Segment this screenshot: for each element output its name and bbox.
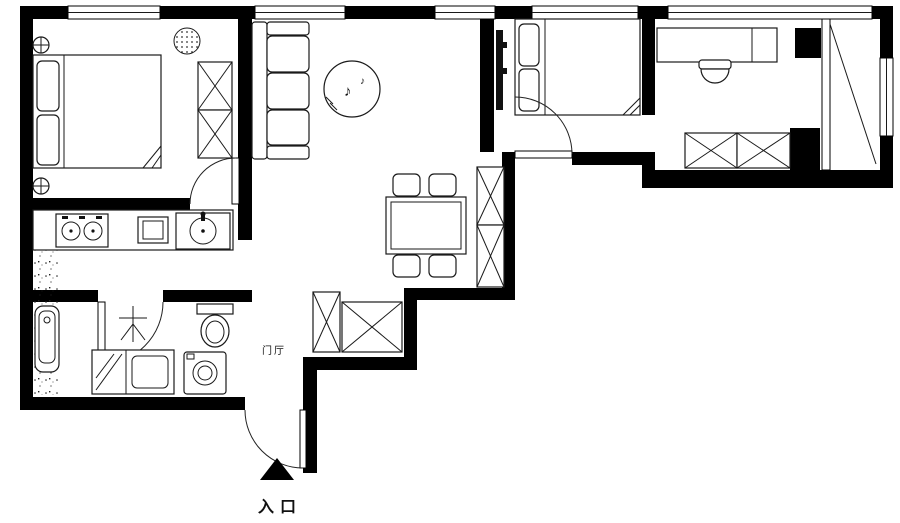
wall-segment	[20, 397, 245, 410]
entrance-door	[244, 409, 307, 469]
bedroom-right	[496, 18, 641, 159]
sink	[175, 211, 231, 250]
window	[531, 5, 639, 20]
wall-segment	[495, 6, 532, 19]
wall-segment	[642, 6, 655, 115]
washbasin	[34, 305, 60, 373]
wall-segment	[317, 357, 404, 370]
wall-segment	[642, 152, 655, 188]
living-dining-hall: ♪ ♪	[251, 21, 505, 288]
window	[667, 5, 873, 20]
wall-segment	[160, 6, 255, 19]
bed-double	[32, 54, 162, 169]
bedroom-left	[32, 27, 240, 205]
stove	[55, 213, 109, 248]
balcony-glazing-panel	[821, 18, 877, 171]
foyer-label: 门厅	[262, 344, 286, 357]
wall-segment	[238, 205, 252, 240]
foyer: 门厅	[244, 291, 403, 469]
storage-cabinet	[684, 132, 791, 169]
window	[434, 5, 496, 20]
shower-drain-symbol	[119, 306, 147, 342]
dining-chair	[392, 254, 421, 278]
wall-segment	[655, 170, 893, 188]
wall-segment	[163, 290, 252, 302]
toilet	[196, 303, 234, 348]
bathroom	[34, 301, 234, 395]
entrance-arrow-icon	[260, 458, 294, 480]
wall-segment	[345, 6, 435, 19]
balcony-study	[656, 27, 791, 169]
decor-note: ♪	[360, 76, 365, 87]
dining-table	[385, 196, 467, 255]
round-rug: ♪ ♪	[323, 60, 381, 118]
ceiling-lamp-symbol	[32, 177, 50, 195]
windows	[67, 5, 894, 171]
bed-double	[514, 18, 641, 116]
tv	[496, 30, 507, 110]
wall-segment	[572, 152, 642, 165]
wall-segment	[238, 19, 252, 205]
dining-chair	[428, 254, 457, 278]
column	[790, 128, 820, 170]
desk-chair	[698, 59, 732, 84]
shoe-cabinet	[312, 291, 403, 353]
window	[879, 57, 894, 137]
wall-segment	[480, 6, 494, 152]
bedroom-left-door	[189, 157, 240, 205]
entrance-label: 入口	[258, 498, 302, 516]
entrance-mark: 入口	[258, 458, 302, 516]
wall-segment	[20, 290, 98, 302]
interior-walls	[20, 6, 821, 302]
wall-segment	[502, 152, 515, 300]
wall-segment	[417, 288, 502, 300]
decor-note: ♪	[344, 83, 352, 100]
vanity	[91, 349, 175, 395]
counter-appliance	[137, 216, 169, 244]
dining-chair	[392, 173, 421, 197]
sofa	[251, 21, 310, 160]
stool	[173, 27, 201, 55]
wall-segment	[404, 288, 417, 370]
dining-set	[385, 173, 467, 278]
ceiling-lamp-symbol	[32, 36, 50, 54]
window	[254, 5, 346, 20]
wall-segment	[880, 6, 893, 58]
window	[67, 5, 161, 20]
wall-segment	[20, 198, 190, 210]
desk	[656, 27, 778, 63]
hall-cabinet	[476, 166, 505, 288]
column	[795, 28, 821, 58]
bedroom-right-door	[514, 96, 573, 159]
washing-machine	[183, 351, 227, 395]
wardrobe	[197, 61, 233, 159]
dining-chair	[428, 173, 457, 197]
